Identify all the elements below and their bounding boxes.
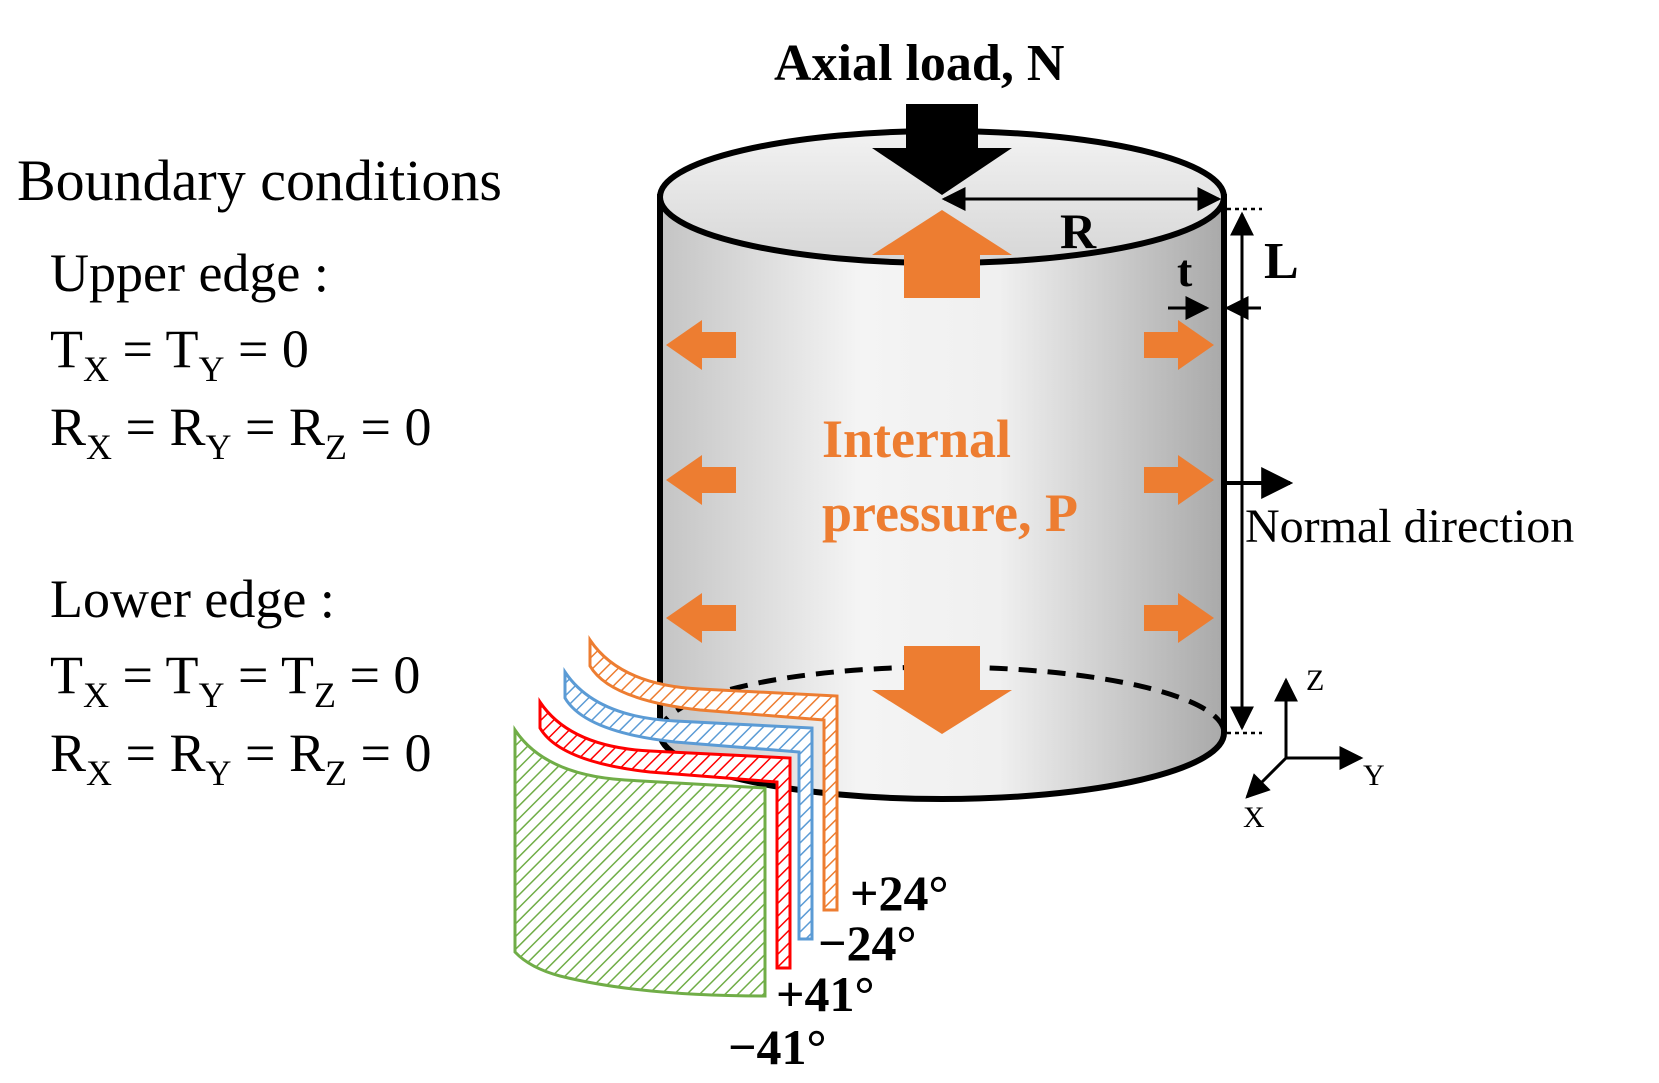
lower-edge-translation: TX = TY = TZ = 0 xyxy=(50,645,421,715)
axial-load-arrow xyxy=(872,104,1012,195)
length-label: L xyxy=(1264,233,1299,290)
upper-edge-heading: Upper edge : xyxy=(50,243,329,303)
ply-label-plus-24: +24° xyxy=(850,865,949,921)
lower-edge-rotation: RX = RY = RZ = 0 xyxy=(50,723,432,793)
coordinate-axes xyxy=(1245,677,1364,799)
pressure-arrow-left-2 xyxy=(666,455,736,505)
ply-minus-41 xyxy=(513,725,767,998)
pressure-arrow-left-1 xyxy=(666,320,736,370)
boundary-conditions-heading: Boundary conditions xyxy=(17,148,502,213)
length-dimension xyxy=(1227,207,1262,735)
ply-minus-24 xyxy=(563,667,814,941)
pressure-label-line-2: pressure, P xyxy=(822,483,1078,543)
pressure-arrow-down xyxy=(872,646,1012,734)
normal-direction-label: Normal direction xyxy=(1245,500,1575,553)
cylinder xyxy=(657,128,1227,802)
y-axis-label: Y xyxy=(1363,759,1385,792)
pressure-arrows xyxy=(666,210,1214,734)
x-axis xyxy=(1245,756,1288,799)
axial-load-label: Axial load, N xyxy=(774,35,1065,92)
pressure-arrow-right-2 xyxy=(1144,455,1214,505)
ply-plus-24 xyxy=(588,635,839,912)
upper-edge-translation: TX = TY = 0 xyxy=(50,319,309,389)
pressure-arrow-right-1 xyxy=(1144,320,1214,370)
pressure-arrow-right-3 xyxy=(1144,593,1214,643)
thickness-label: t xyxy=(1177,245,1193,296)
ply-label-minus-41: −41° xyxy=(728,1019,827,1075)
upper-edge-rotation: RX = RY = RZ = 0 xyxy=(50,397,432,467)
z-axis-label: Z xyxy=(1306,664,1325,697)
ply-label-plus-41: +41° xyxy=(776,966,875,1022)
pressure-arrow-left-3 xyxy=(666,593,736,643)
ply-label-minus-24: −24° xyxy=(818,915,917,971)
pressure-label-line-1: Internal xyxy=(822,409,1011,469)
pressure-arrow-up xyxy=(872,210,1012,298)
radius-label: R xyxy=(1060,203,1097,259)
ply-stack xyxy=(513,635,839,998)
lower-edge-heading: Lower edge : xyxy=(50,569,335,629)
ply-plus-41 xyxy=(538,697,792,970)
x-axis-label: X xyxy=(1243,801,1265,834)
